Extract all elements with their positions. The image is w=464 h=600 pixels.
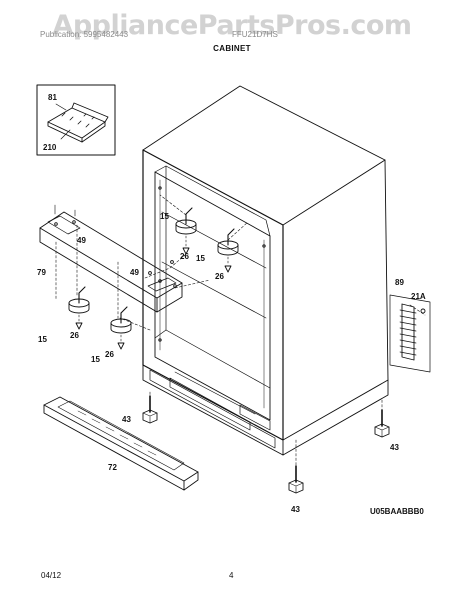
cabinet-body [142,85,389,456]
hinge-15-26-upper-right [217,228,239,273]
hinge-15-26-lower-left [68,286,90,330]
callout-89: 89 [395,278,404,287]
callout-15-upper-right: 15 [196,254,205,263]
bracket-inset [36,84,116,156]
callout-15-lower-left: 15 [38,335,47,344]
callout-43-left: 43 [122,415,131,424]
callout-26-lower-right: 26 [105,350,114,359]
leveling-leg-right [374,409,390,438]
hinge-15-26-lower-right [110,306,132,350]
bracket-screws [61,112,95,128]
side-grille-panel [389,294,431,373]
section-title: CABINET [213,44,251,53]
callout-210: 210 [43,143,57,152]
leader-lines [55,194,426,469]
callout-26-upper-right: 26 [215,272,224,281]
site-watermark: AppliancePartsPros.com [52,10,412,41]
callout-15-lower-right: 15 [91,355,100,364]
hinge-15-26-upper-left [175,207,197,255]
callout-26-lower-left: 26 [70,331,79,340]
callout-15-upper-left: 15 [160,212,169,221]
model-number: FFU21D7HS [232,30,278,39]
leveling-leg-center [288,465,304,494]
footer-date: 04/12 [41,571,62,580]
callout-43-right: 43 [390,443,399,452]
publication-number: Publication: 5995482443 [40,30,129,39]
callout-43-center: 43 [291,505,300,514]
leveling-leg-left [142,395,158,424]
hinge-bar [39,204,183,313]
footer-page-number: 4 [229,571,234,580]
toe-grille [43,396,199,491]
diagram-code: U05BAABBB0 [370,507,424,516]
callout-49-right: 49 [130,268,139,277]
callout-79: 79 [37,268,46,277]
callout-72: 72 [108,463,117,472]
callout-21a: 21A [411,292,426,301]
callout-49-left: 49 [77,236,86,245]
callout-81: 81 [48,93,57,102]
callout-26-upper-left: 26 [180,252,189,261]
